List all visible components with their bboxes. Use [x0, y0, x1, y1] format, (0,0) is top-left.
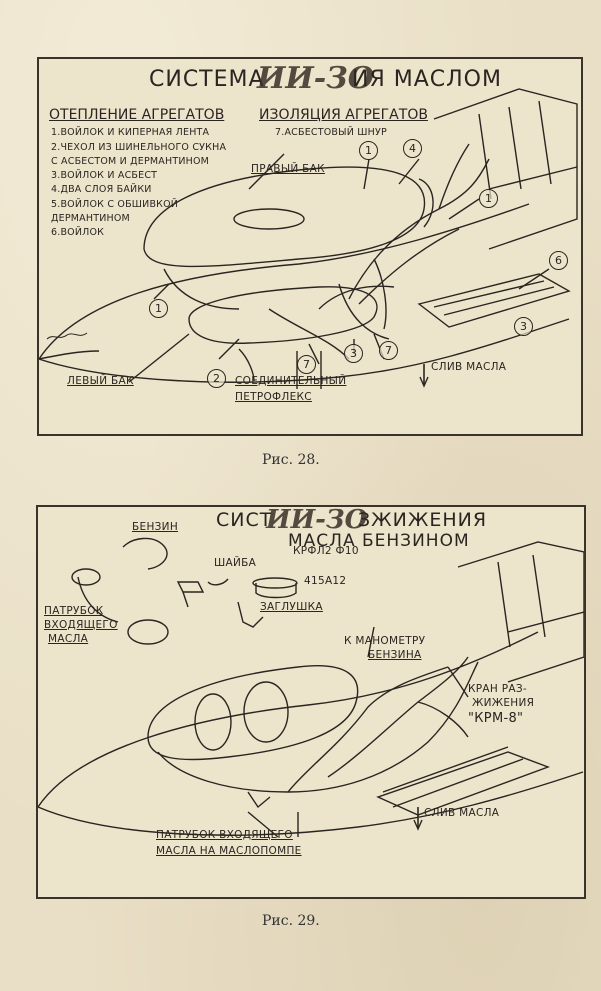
- heating-item-2b: С АСБЕСТОМ И ДЕРМАНТИНОМ: [51, 156, 210, 167]
- label-right-tank: ПРАВЫЙ БАК: [251, 163, 325, 175]
- heating-item-3: 3.ВОЙЛОК И АСБЕСТ: [51, 170, 158, 181]
- callout-6: 6: [549, 251, 568, 270]
- figure-28: СИСТЕМА ИИ-ЗО ИЯ МАСЛОМ ОТЕПЛЕНИЕ АГРЕГА…: [37, 57, 583, 436]
- heating-item-5: 5.ВОЙЛОК С ОБШИВКОЙ: [51, 199, 179, 210]
- label-pipe-2: ВХОДЯЩЕГО: [44, 619, 118, 631]
- label-connector-2: ПЕТРОФЛЕКС: [235, 391, 312, 403]
- figure-28-title-right: ИЯ МАСЛОМ: [352, 67, 502, 92]
- figure-29-caption: Рис. 29.: [262, 913, 320, 929]
- label-valve-2: ЖИЖЕНИЯ: [472, 697, 535, 709]
- label-valve-3: "КРМ-8": [468, 711, 524, 726]
- figure-29-title-right: ЗЖИЖЕНИЯ: [358, 509, 488, 531]
- callout-1-right: 1: [479, 189, 498, 208]
- callout-1-top: 1: [359, 141, 378, 160]
- label-bottom-1: ПАТРУБОК ВХОДЯЩЕГО: [156, 829, 293, 841]
- label-drain-oil: СЛИВ МАСЛА: [431, 361, 507, 373]
- figure-28-title-left: СИСТЕМА: [149, 67, 265, 92]
- heating-item-6: 6.ВОЙЛОК: [51, 227, 105, 238]
- label-gasoline: БЕНЗИН: [132, 521, 179, 533]
- insulation-item-7: 7.АСБЕСТОВЫЙ ШНУР: [275, 127, 387, 138]
- figure-29-stamp: ИИ-ЗО: [266, 505, 368, 535]
- heating-item-5b: ДЕРМАНТИНОМ: [51, 213, 130, 224]
- label-washer-code: КРФЛ2 Ф10: [293, 545, 359, 557]
- callout-3-b: 3: [514, 317, 533, 336]
- figure-29-drawing: [38, 537, 584, 838]
- label-plug: ЗАГЛУШКА: [260, 601, 323, 613]
- callout-3-a: 3: [344, 344, 363, 363]
- label-bottom-2: МАСЛА НА МАСЛОПОМПЕ: [156, 845, 302, 857]
- figure-29-title-left: СИСТ: [216, 509, 273, 531]
- figure-29: СИСТ ИИ-ЗО ЗЖИЖЕНИЯ МАСЛА БЕНЗИНОМ БЕНЗИ…: [36, 505, 586, 899]
- label-drain-oil-2: СЛИВ МАСЛА: [424, 807, 500, 819]
- figure-28-stamp: ИИ-ЗО: [257, 61, 374, 96]
- heating-item-1: 1.ВОЙЛОК И КИПЕРНАЯ ЛЕНТА: [51, 127, 210, 138]
- insulation-heading: ИЗОЛЯЦИЯ АГРЕГАТОВ: [259, 107, 428, 123]
- label-gauge-1: К МАНОМЕТРУ: [344, 635, 426, 647]
- figure-29-title-line2: МАСЛА БЕНЗИНОМ: [288, 531, 470, 551]
- callout-1-left: 1: [149, 299, 168, 318]
- callout-2: 2: [207, 369, 226, 388]
- label-connector-1: СОЕДИНИТЕЛЬНЫЙ: [235, 375, 347, 387]
- figure-28-caption: Рис. 28.: [262, 452, 320, 468]
- label-plug-code: 415А12: [304, 575, 347, 587]
- label-valve-1: КРАН РАЗ-: [468, 683, 527, 695]
- label-left-tank: ЛЕВЫЙ БАК: [67, 375, 134, 387]
- callout-7-a: 7: [297, 355, 316, 374]
- callout-4: 4: [403, 139, 422, 158]
- heating-item-4: 4.ДВА СЛОЯ БАЙКИ: [51, 184, 152, 195]
- label-gauge-2: БЕНЗИНА: [368, 649, 422, 661]
- callout-7-b: 7: [379, 341, 398, 360]
- label-pipe-3: МАСЛА: [48, 633, 89, 645]
- heating-item-2: 2.ЧЕХОЛ ИЗ ШИНЕЛЬНОГО СУКНА: [51, 142, 227, 153]
- label-pipe-1: ПАТРУБОК: [44, 605, 104, 617]
- heating-heading: ОТЕПЛЕНИЕ АГРЕГАТОВ: [49, 107, 225, 123]
- figure-28-drawing: [39, 88, 578, 389]
- label-washer: ШАЙБА: [214, 557, 257, 569]
